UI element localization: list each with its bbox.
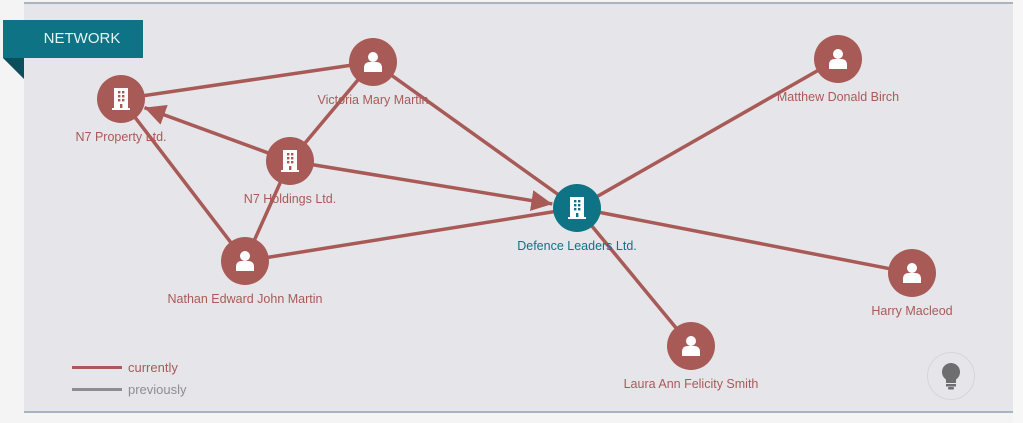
legend-currently: currently	[72, 360, 178, 375]
window-mark	[122, 95, 125, 98]
legend-current-label: currently	[128, 360, 178, 375]
window-mark	[291, 157, 294, 160]
node-mdb[interactable]	[814, 35, 862, 83]
node-label-n7p: N7 Property Ltd.	[75, 130, 167, 144]
legend-previous-label: previously	[128, 382, 187, 397]
edge-n7p-vmm	[120, 60, 374, 101]
window-mark	[118, 91, 121, 94]
window-mark	[291, 161, 294, 164]
node-label-lafs: Laura Ann Felicity Smith	[623, 377, 759, 391]
window-mark	[574, 204, 577, 207]
badge-fold	[3, 58, 24, 79]
node-label-mdb: Matthew Donald Birch	[776, 90, 900, 104]
node-lafs[interactable]	[667, 322, 715, 370]
node-label-dl: Defence Leaders Ltd.	[517, 239, 637, 253]
window-mark	[122, 91, 125, 94]
edge-dl-hm	[576, 206, 913, 275]
node-hm[interactable]	[888, 249, 936, 297]
node-n7p[interactable]	[97, 75, 145, 123]
node-label-hm: Harry Macleod	[871, 304, 953, 318]
node-dl[interactable]	[553, 184, 601, 232]
window-mark	[287, 161, 290, 164]
node-vmm[interactable]	[349, 38, 397, 86]
window-mark	[574, 200, 577, 203]
window-mark	[289, 166, 292, 170]
node-label-vmm: Victoria Mary Martin	[317, 93, 429, 107]
window-mark	[578, 200, 581, 203]
edge-nejm-n7p	[119, 97, 247, 263]
window-mark	[118, 99, 121, 102]
window-mark	[287, 153, 290, 156]
edge-dl-mdb	[576, 57, 839, 210]
legend-swatch-previous	[72, 388, 122, 391]
window-mark	[576, 213, 579, 217]
hint-button[interactable]	[927, 352, 975, 400]
node-nejm[interactable]	[221, 237, 269, 285]
window-mark	[574, 208, 577, 211]
edge-n7h-n7p	[143, 104, 291, 163]
node-label-n7h: N7 Holdings Ltd.	[243, 192, 337, 206]
edge-vmm-dl	[371, 60, 579, 210]
edge-nejm-dl	[244, 206, 578, 263]
window-mark	[578, 204, 581, 207]
edge-dl-lafs	[575, 206, 693, 348]
window-mark	[287, 157, 290, 160]
legend-swatch-current	[72, 366, 122, 369]
node-label-nejm: Nathan Edward John Martin	[167, 292, 323, 306]
window-mark	[578, 208, 581, 211]
window-mark	[120, 104, 123, 108]
window-mark	[122, 99, 125, 102]
scroll-edge	[1013, 0, 1023, 423]
edge-n7h-dl	[289, 159, 553, 211]
network-title-badge: NETWORK	[3, 20, 143, 58]
node-n7h[interactable]	[266, 137, 314, 185]
window-mark	[118, 95, 121, 98]
lightbulb-icon	[941, 362, 961, 390]
legend-previously: previously	[72, 382, 187, 397]
window-mark	[291, 153, 294, 156]
